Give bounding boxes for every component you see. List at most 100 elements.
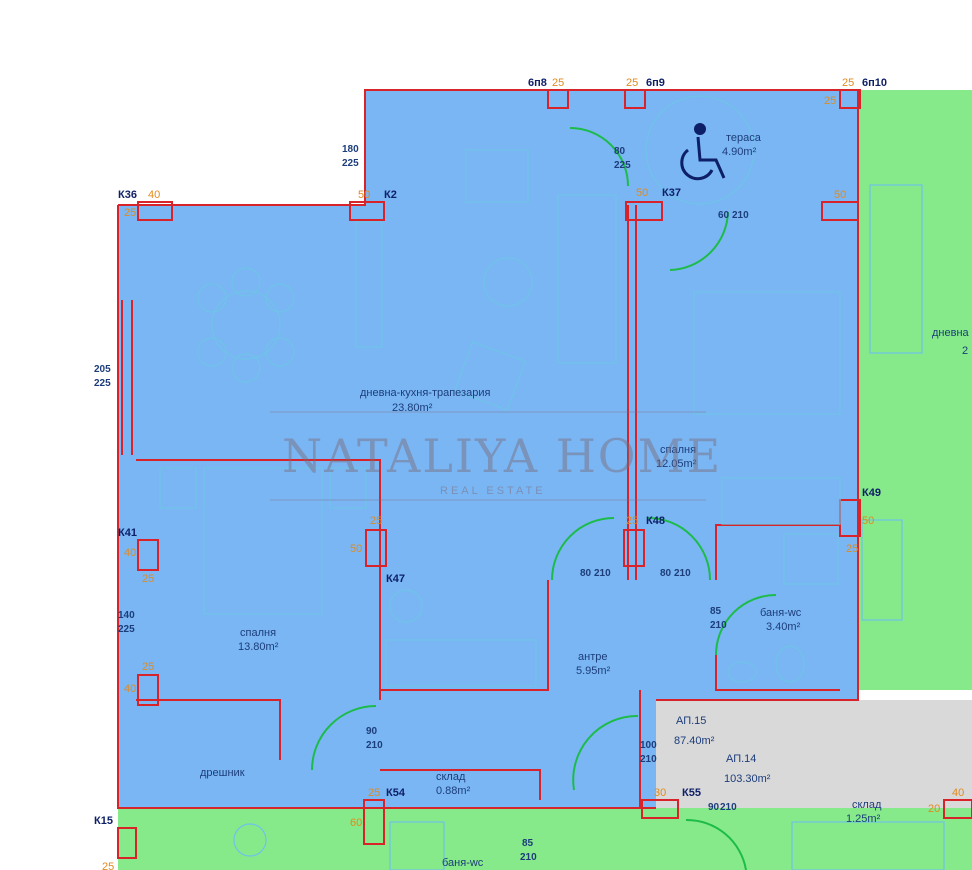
- room-wardrobe-name: дрешник: [200, 767, 245, 779]
- orange-dim: 20: [928, 803, 940, 815]
- column-k41: [137, 539, 159, 571]
- orange-dim: 40: [124, 547, 136, 559]
- room-storage-mid-area: 0.88m²: [436, 785, 471, 797]
- dim-top: 90: [366, 726, 378, 737]
- sink-icon: [389, 589, 423, 623]
- room-neighbor-living-name: дневна: [932, 327, 970, 339]
- column-6p10: [839, 89, 861, 109]
- orange-dim: 25: [142, 573, 154, 585]
- room-storage-right-name: склад: [852, 799, 882, 811]
- watermark: NATALIYA HOME REAL ESTATE: [270, 411, 722, 501]
- common-corridor: [656, 700, 972, 808]
- orange-dim: 50: [358, 189, 370, 201]
- tag-6p9: 6п9: [646, 77, 665, 89]
- dim-top: 205: [94, 364, 111, 375]
- toilet-icon: [775, 645, 805, 683]
- column-k15: [117, 827, 137, 859]
- door-dimensions: 180 225 80 225 205 225 140 225 85 210 80…: [94, 144, 749, 863]
- walls: [117, 89, 972, 859]
- orange-dim: 25: [626, 77, 638, 89]
- dim-bottom: 225: [94, 378, 111, 389]
- orange-dim: 25: [142, 661, 154, 673]
- room-bedroom-left-name: спалня: [240, 627, 276, 639]
- room-bedroom-left-area: 13.80m²: [238, 641, 279, 653]
- dim-top: 80: [580, 568, 592, 579]
- dim-bottom: 210: [732, 210, 749, 221]
- tag-k48: К48: [646, 515, 665, 527]
- dining-table-icon: [211, 290, 281, 360]
- dim-bottom: 225: [614, 160, 631, 171]
- watermark-tag: REAL ESTATE: [440, 485, 546, 497]
- bed-right-icon: [693, 291, 841, 415]
- orange-dim: 25: [552, 77, 564, 89]
- orange-dim: 25: [842, 77, 854, 89]
- neighbor-apartment-bottom: [118, 808, 972, 870]
- room-storage-right-area: 1.25m²: [846, 813, 881, 825]
- orange-dim: 25: [626, 515, 638, 527]
- dim-bottom: 210: [640, 754, 657, 765]
- column-6p9: [624, 89, 646, 109]
- room-storage-mid-name: склад: [436, 771, 466, 783]
- orange-dim: 40: [952, 787, 964, 799]
- tag-6p10: 6п10: [862, 77, 887, 89]
- dim-bottom: 210: [520, 852, 537, 863]
- tag-k37: К37: [662, 187, 681, 199]
- dim-bottom: 210: [710, 620, 727, 631]
- neighbor-apartment-right: [858, 90, 972, 690]
- doors: [311, 127, 777, 870]
- room-labels: тераса 4.90m² дневна-кухня-трапезария 23…: [200, 132, 970, 869]
- apartment-14-area-text: 103.30m²: [724, 773, 771, 785]
- tag-k15: К15: [94, 815, 113, 827]
- column-tags: К36 К2 К37 К41 К47 К48 К49 К54 К55 К15 6…: [94, 77, 887, 827]
- dim-bottom: 225: [118, 624, 135, 635]
- orange-dim: 50: [834, 189, 846, 201]
- dim-bottom: 210: [366, 740, 383, 751]
- orange-dim: 25: [368, 787, 380, 799]
- column-right-top: [821, 201, 859, 221]
- dim-bottom: 210: [674, 568, 691, 579]
- wheelchair-icon: [645, 95, 755, 205]
- orange-dim: 40: [124, 683, 136, 695]
- dim-bottom: 225: [342, 158, 359, 169]
- orange-dim: 40: [148, 189, 160, 201]
- orange-dim: 25: [370, 515, 382, 527]
- tv-unit-icon: [355, 221, 383, 348]
- orange-dim: 60: [350, 817, 362, 829]
- tag-k2: К2: [384, 189, 397, 201]
- room-bath-right-name: баня-wc: [760, 607, 802, 619]
- tag-k41: К41: [118, 527, 137, 539]
- dim-top: 60: [718, 210, 730, 221]
- kitchen-counter-icon: [385, 639, 537, 687]
- dim-top: 90: [708, 802, 720, 813]
- apartment-15-area-text: 87.40m²: [674, 735, 715, 747]
- room-bath-bottom-name: баня-wc: [442, 857, 484, 869]
- dim-bottom: 210: [594, 568, 611, 579]
- orange-dim: 25: [102, 861, 114, 870]
- orange-dim: 25: [824, 95, 836, 107]
- dim-bottom: 210: [720, 802, 737, 813]
- room-bedroom-right-name: спалня: [660, 444, 696, 456]
- dim-top: 80: [614, 146, 626, 157]
- tag-k47: К47: [386, 573, 405, 585]
- furniture: [159, 149, 945, 870]
- column-k55: [641, 799, 679, 819]
- room-bath-right-area: 3.40m²: [766, 621, 801, 633]
- room-entry-area: 5.95m²: [576, 665, 611, 677]
- shower-icon: [783, 533, 839, 585]
- room-terrace-area: 4.90m²: [722, 146, 757, 158]
- tag-k54: К54: [386, 787, 406, 799]
- column-k47: [365, 529, 387, 567]
- bed-left-icon: [203, 467, 323, 615]
- column-k36: [137, 201, 173, 221]
- room-neighbor-living-area: 2: [962, 345, 968, 357]
- dim-top: 80: [660, 568, 672, 579]
- room-terrace-name: тераса: [726, 132, 762, 144]
- column-k2: [349, 201, 385, 221]
- apartment-15-label: АП.15: [676, 715, 706, 727]
- column-6p8: [547, 89, 569, 109]
- orange-dim: 50: [862, 515, 874, 527]
- apartment-14-label: АП.14: [726, 753, 756, 765]
- watermark-brand: NATALIYA HOME: [282, 429, 722, 483]
- tag-k55: К55: [682, 787, 701, 799]
